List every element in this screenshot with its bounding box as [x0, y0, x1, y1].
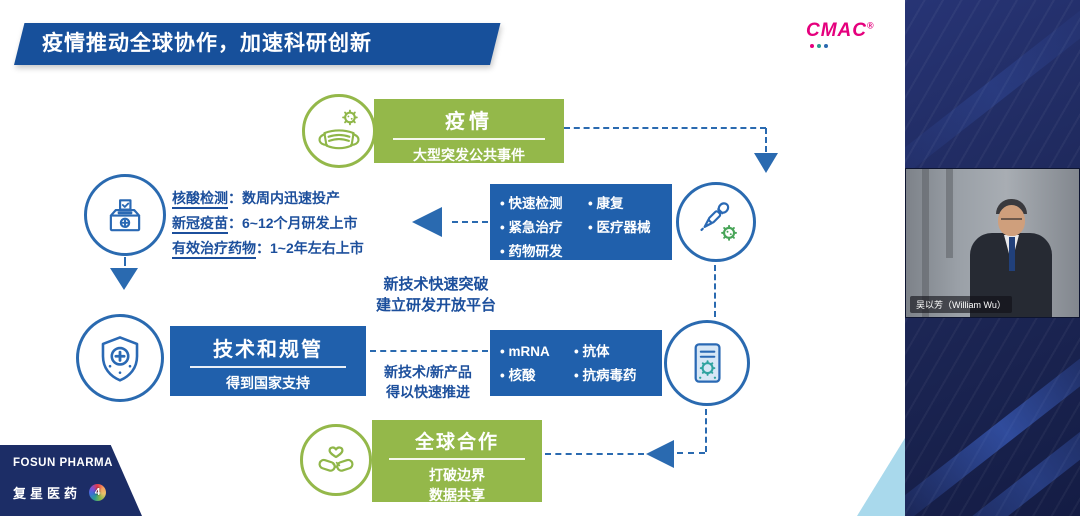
slide-title-banner: 疫情推动全球协作，加速科研创新 — [14, 23, 501, 65]
product-item: • 核酸 — [500, 368, 536, 383]
global-line1: 打破边界 — [429, 467, 485, 483]
handshake-heart-icon — [313, 437, 359, 483]
achievement-line: 新冠疫苗：6~12个月研发上市 — [172, 211, 386, 236]
mask-virus-icon — [315, 107, 363, 155]
achievements-block: 核酸检测：数周内迅速投产 新冠疫苗：6~12个月研发上市 有效治疗药物：1~2年… — [172, 186, 386, 261]
presentation-slide: 疫情推动全球协作，加速科研创新 CMAC® — [0, 0, 905, 516]
tech-subtitle: 得到国家支持 — [226, 375, 310, 391]
epidemic-subtitle: 大型突发公共事件 — [413, 147, 525, 163]
participant-glasses — [1001, 218, 1022, 223]
shield-node-circle — [76, 314, 164, 402]
connector-ballot-to-shield — [124, 257, 126, 266]
fosun-brand-cn: 复星医药 — [13, 486, 82, 501]
slide-title: 疫情推动全球协作，加速科研创新 — [42, 32, 372, 55]
global-line2: 数据共享 — [429, 487, 485, 503]
response-node-circle — [676, 182, 756, 262]
connector-response-to-report — [714, 265, 716, 317]
achievement-line: 核酸检测：数周内迅速投产 — [172, 186, 386, 211]
fosun-brand-en: FOSUN PHARMA — [13, 457, 113, 469]
response-row: • 紧急治疗 • 医疗器械 — [500, 216, 662, 240]
shield-cross-icon — [93, 331, 147, 385]
global-title: 全球合作 — [414, 432, 499, 453]
cmac-logo-text: CMAC — [806, 20, 867, 41]
achievement-line: 有效治疗药物：1~2年左右上市 — [172, 236, 386, 261]
ballot-box-icon — [100, 190, 150, 240]
tech-box: 技术和规管 得到国家支持 — [170, 326, 366, 396]
arrow-left-icon — [412, 207, 442, 237]
cmac-registered-mark: ® — [867, 20, 875, 31]
mid-text-top-line1: 新技术快速突破 — [383, 276, 489, 293]
achievement-desc: ：数周内迅速投产 — [228, 190, 340, 206]
epidemic-box: 疫情 大型突发公共事件 — [374, 99, 564, 163]
mid-text-bottom-line1: 新技术/新产品 — [384, 364, 472, 380]
cmac-logo-dots — [810, 44, 875, 48]
fosun-brand-block: FOSUN PHARMA 复星医药 4 — [0, 445, 142, 516]
fosun-globe-icon: 4 — [89, 484, 107, 501]
achievement-desc: ：6~12个月研发上市 — [228, 215, 358, 231]
response-item: • 紧急治疗 — [500, 220, 563, 235]
response-row: • 快速检测 • 康复 — [500, 192, 662, 216]
divider — [389, 458, 525, 460]
achievement-label: 新冠疫苗 — [172, 215, 228, 234]
report-node-circle — [664, 320, 750, 406]
participant-tie — [1009, 237, 1015, 271]
arrow-left-icon — [646, 440, 674, 468]
participant-video-tile[interactable]: 吴以芳（William Wu） — [905, 168, 1080, 318]
arrow-down-icon — [754, 153, 778, 173]
mid-text-top: 新技术快速突破 建立研发开放平台 — [366, 274, 506, 316]
dropper-virus-icon — [691, 197, 741, 247]
arrow-down-icon — [110, 268, 138, 290]
connector-report-to-arrow — [677, 452, 705, 454]
response-item: • 康复 — [588, 196, 624, 211]
participant-name-tag: 吴以芳（William Wu） — [910, 296, 1012, 313]
products-row: • 核酸 • 抗病毒药 — [500, 364, 652, 388]
connector-report-down — [705, 409, 707, 452]
mid-text-bottom-line2: 得以快速推进 — [386, 384, 470, 400]
divider — [393, 138, 545, 140]
divider — [189, 366, 347, 368]
global-node-circle — [300, 424, 372, 496]
mid-text-top-line2: 建立研发开放平台 — [375, 297, 496, 314]
connector-response-to-achievements — [452, 221, 488, 223]
background-streak — [905, 323, 1080, 516]
achievement-label: 核酸检测 — [172, 190, 228, 209]
background-shelf — [946, 169, 953, 258]
global-box: 全球合作 打破边界 数据共享 — [372, 420, 542, 503]
connector-arrow-to-global — [545, 453, 644, 455]
epidemic-title: 疫情 — [445, 111, 493, 133]
response-row: • 药物研发 — [500, 240, 662, 264]
connector-epidemic-to-response — [564, 127, 766, 129]
ballot-node-circle — [84, 174, 166, 256]
tech-title: 技术和规管 — [213, 339, 323, 361]
response-box: • 快速检测 • 康复 • 紧急治疗 • 医疗器械 • 药物研发 — [490, 184, 672, 260]
cyan-corner-decoration — [857, 438, 905, 516]
epidemic-node-circle — [302, 94, 376, 168]
product-item: • mRNA — [500, 344, 550, 359]
connector-tech-to-products — [370, 350, 488, 352]
response-item: • 医疗器械 — [588, 220, 651, 235]
cmac-logo: CMAC® — [806, 20, 875, 48]
fosun-brand-row: 复星医药 4 — [13, 483, 107, 502]
products-row: • mRNA • 抗体 — [500, 340, 652, 364]
participant-head — [998, 205, 1025, 236]
product-item: • 抗体 — [574, 344, 610, 359]
products-box: • mRNA • 抗体 • 核酸 • 抗病毒药 — [490, 330, 662, 396]
product-item: • 抗病毒药 — [574, 368, 637, 383]
response-item: • 药物研发 — [500, 244, 563, 259]
achievement-label: 有效治疗药物 — [172, 240, 256, 259]
response-item: • 快速检测 — [500, 196, 563, 211]
meeting-sidebar: 吴以芳（William Wu） — [905, 0, 1080, 516]
background-shelf — [922, 169, 929, 317]
achievement-desc: ：1~2年左右上市 — [256, 240, 364, 256]
mid-text-bottom: 新技术/新产品 得以快速推进 — [372, 362, 484, 402]
connector-epidemic-to-response-drop — [765, 128, 767, 152]
report-virus-icon — [681, 337, 733, 389]
